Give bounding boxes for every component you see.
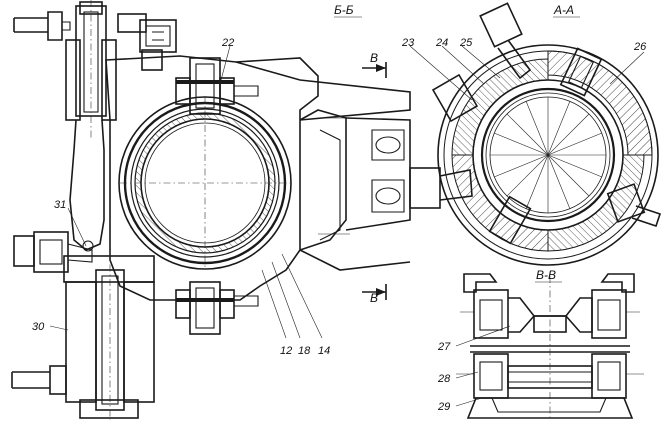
top-fitting bbox=[117, 13, 177, 71]
callout-14: 14 bbox=[318, 345, 330, 357]
lower-kingpin-body bbox=[63, 119, 155, 420]
callout-numbers: 12 14 18 22 23 24 25 26 27 28 29 30 31 bbox=[32, 37, 647, 413]
a-a-fittings bbox=[409, 2, 662, 245]
lower-pin bbox=[175, 281, 259, 335]
radial-lines bbox=[490, 97, 606, 213]
callout-23: 23 bbox=[401, 37, 415, 49]
callout-26: 26 bbox=[633, 41, 647, 53]
callout-29: 29 bbox=[437, 401, 450, 413]
section-a-a-view bbox=[409, 2, 662, 266]
top-yoke bbox=[13, 11, 71, 41]
callout-28: 28 bbox=[437, 373, 451, 385]
cut-plane-marks: В В bbox=[362, 51, 387, 305]
title-section-b-b: Б-Б bbox=[334, 3, 354, 17]
cut-mark-top: В bbox=[370, 51, 378, 65]
section-v-v-view bbox=[455, 273, 644, 420]
callout-30: 30 bbox=[32, 321, 45, 333]
bottom-yoke bbox=[11, 365, 67, 395]
bearing-rings bbox=[120, 96, 292, 270]
section-b-b-view: В В bbox=[11, 0, 411, 420]
cut-mark-bottom: В bbox=[370, 291, 378, 305]
title-section-v-v: В-В bbox=[536, 268, 556, 282]
upper-pin-22 bbox=[175, 57, 259, 115]
section-titles: Б-Б А-А В-В bbox=[334, 3, 580, 283]
leaders-v-v bbox=[455, 325, 511, 407]
callout-22: 22 bbox=[221, 37, 234, 49]
callout-18: 18 bbox=[298, 345, 311, 357]
leaders-left bbox=[49, 45, 323, 339]
callout-27: 27 bbox=[437, 341, 451, 353]
callout-24: 24 bbox=[435, 37, 448, 49]
callout-12: 12 bbox=[280, 345, 292, 357]
side-fitting-31 bbox=[13, 231, 94, 273]
upper-kingpin bbox=[65, 0, 117, 140]
callout-31: 31 bbox=[54, 199, 66, 211]
callout-25: 25 bbox=[459, 37, 473, 49]
title-section-a-a: А-А bbox=[553, 3, 574, 17]
leaders-a-a bbox=[409, 45, 645, 101]
